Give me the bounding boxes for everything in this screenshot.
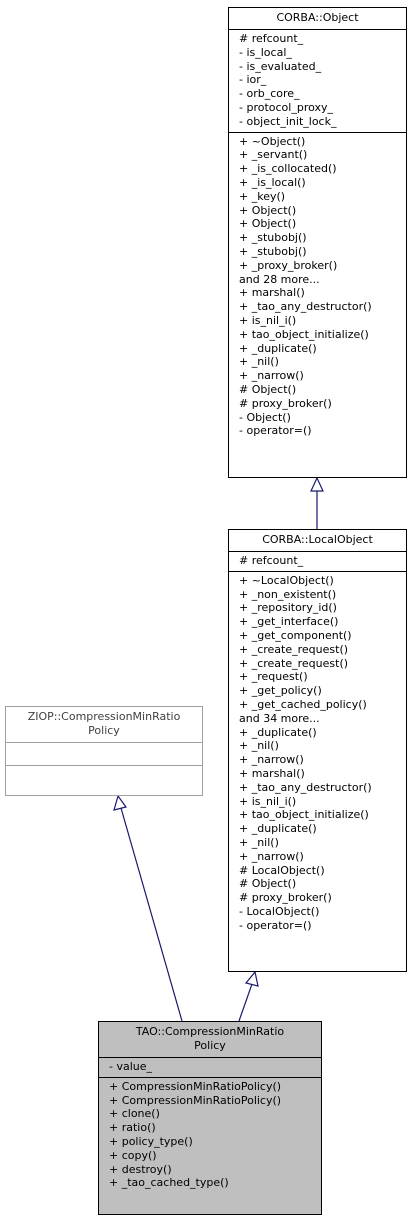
member-line: + _narrow() — [239, 849, 304, 863]
member-line: - operator=() — [239, 424, 312, 438]
arrowhead-ziop — [113, 794, 128, 811]
class-title: TAO::CompressionMinRatio Policy — [135, 1025, 285, 1052]
class-ziop-compressionminratiopolicy[interactable]: ZIOP::CompressionMinRatio Policy — [5, 706, 203, 796]
member-line: + tao_object_initialize() — [239, 327, 369, 341]
member-line: + _repository_id() — [239, 601, 337, 615]
member-line: - is_evaluated_ — [239, 59, 322, 73]
member-line: + is_nil_i() — [239, 794, 297, 808]
member-line: + _create_request() — [239, 642, 349, 656]
member-line: + clone() — [109, 1107, 160, 1121]
member-line: and 34 more... — [239, 711, 320, 725]
member-line: + _tao_any_destructor() — [239, 780, 372, 794]
member-line: + marshal() — [239, 286, 305, 300]
member-line: + _nil() — [239, 355, 279, 369]
class-title: CORBA::LocalObject — [262, 533, 373, 546]
member-line: - protocol_proxy_ — [239, 100, 334, 114]
member-line: + destroy() — [109, 1162, 172, 1176]
edge-tao-to-localobject — [238, 983, 253, 1022]
member-line: + _create_request() — [239, 656, 349, 670]
member-line: + copy() — [109, 1148, 157, 1162]
member-line: # Object() — [239, 382, 297, 396]
attributes-section: - value_ — [99, 1057, 321, 1077]
member-line: - LocalObject() — [239, 904, 320, 918]
member-line: + _nil() — [239, 739, 279, 753]
member-line: + _request() — [239, 670, 308, 684]
member-line: + _servant() — [239, 148, 308, 162]
member-line: # refcount_ — [239, 554, 304, 567]
attributes-section — [6, 742, 202, 765]
operations-section: + CompressionMinRatioPolicy()+ Compressi… — [99, 1076, 321, 1193]
member-line: + _get_interface() — [239, 615, 339, 629]
member-line: - object_init_lock_ — [239, 114, 337, 128]
operations-section: + ~LocalObject()+ _non_existent()+ _repo… — [229, 570, 406, 936]
member-line: + _key() — [239, 189, 286, 203]
member-line: + policy_type() — [109, 1134, 193, 1148]
member-line: + _is_collocated() — [239, 162, 337, 176]
arrowhead-localobject — [244, 970, 259, 987]
member-line: # refcount_ — [239, 32, 304, 45]
member-line: + _duplicate() — [239, 822, 317, 836]
member-line: + Object() — [239, 217, 297, 231]
member-line: + ~Object() — [239, 134, 306, 148]
member-line: + _stubobj() — [239, 231, 307, 245]
member-line: - is_local_ — [239, 45, 292, 59]
class-title: ZIOP::CompressionMinRatio Policy — [27, 710, 181, 737]
member-line: - Object() — [239, 410, 291, 424]
member-line: + ~LocalObject() — [239, 573, 334, 587]
member-line: + _narrow() — [239, 369, 304, 383]
member-line: + Object() — [239, 203, 297, 217]
operations-section — [6, 765, 202, 787]
class-corba-object[interactable]: CORBA::Object # refcount_- is_local_- is… — [228, 7, 407, 478]
member-line: - value_ — [109, 1060, 153, 1073]
member-line: # proxy_broker() — [239, 396, 332, 410]
member-line: + CompressionMinRatioPolicy() — [109, 1093, 282, 1107]
member-line: # Object() — [239, 877, 297, 891]
member-line: + _narrow() — [239, 753, 304, 767]
attributes-section: # refcount_- is_local_- is_evaluated_- i… — [229, 29, 406, 132]
member-line: + _non_existent() — [239, 587, 337, 601]
member-line: + _tao_any_destructor() — [239, 300, 372, 314]
member-line: + _get_policy() — [239, 684, 322, 698]
member-line: + _proxy_broker() — [239, 258, 338, 272]
member-line: and 28 more... — [239, 272, 320, 286]
member-line: + tao_object_initialize() — [239, 808, 369, 822]
member-line: + is_nil_i() — [239, 313, 297, 327]
member-line: - orb_core_ — [239, 87, 300, 101]
member-line: + _duplicate() — [239, 725, 317, 739]
member-line: + _stubobj() — [239, 244, 307, 258]
member-line: + ratio() — [109, 1121, 156, 1135]
member-line: + _nil() — [239, 835, 279, 849]
member-line: + _get_component() — [239, 628, 352, 642]
class-title: CORBA::Object — [276, 11, 359, 24]
edge-tao-to-ziop — [120, 807, 183, 1022]
arrowhead-object — [310, 476, 324, 492]
member-line: + CompressionMinRatioPolicy() — [109, 1079, 282, 1093]
member-line: + _tao_cached_type() — [109, 1176, 229, 1190]
member-line: + _duplicate() — [239, 341, 317, 355]
member-line: # proxy_broker() — [239, 891, 332, 905]
member-line: + marshal() — [239, 766, 305, 780]
member-line: - ior_ — [239, 73, 267, 87]
member-line: + _get_cached_policy() — [239, 697, 367, 711]
attributes-section: # refcount_ — [229, 551, 406, 571]
class-tao-compressionminratiopolicy[interactable]: TAO::CompressionMinRatio Policy - value_… — [98, 1021, 322, 1215]
class-corba-localobject[interactable]: CORBA::LocalObject # refcount_ + ~LocalO… — [228, 529, 407, 972]
member-line: + _is_local() — [239, 175, 306, 189]
member-line: # LocalObject() — [239, 863, 325, 877]
operations-section: + ~Object()+ _servant()+ _is_collocated(… — [229, 131, 406, 442]
member-line: - operator=() — [239, 918, 312, 932]
